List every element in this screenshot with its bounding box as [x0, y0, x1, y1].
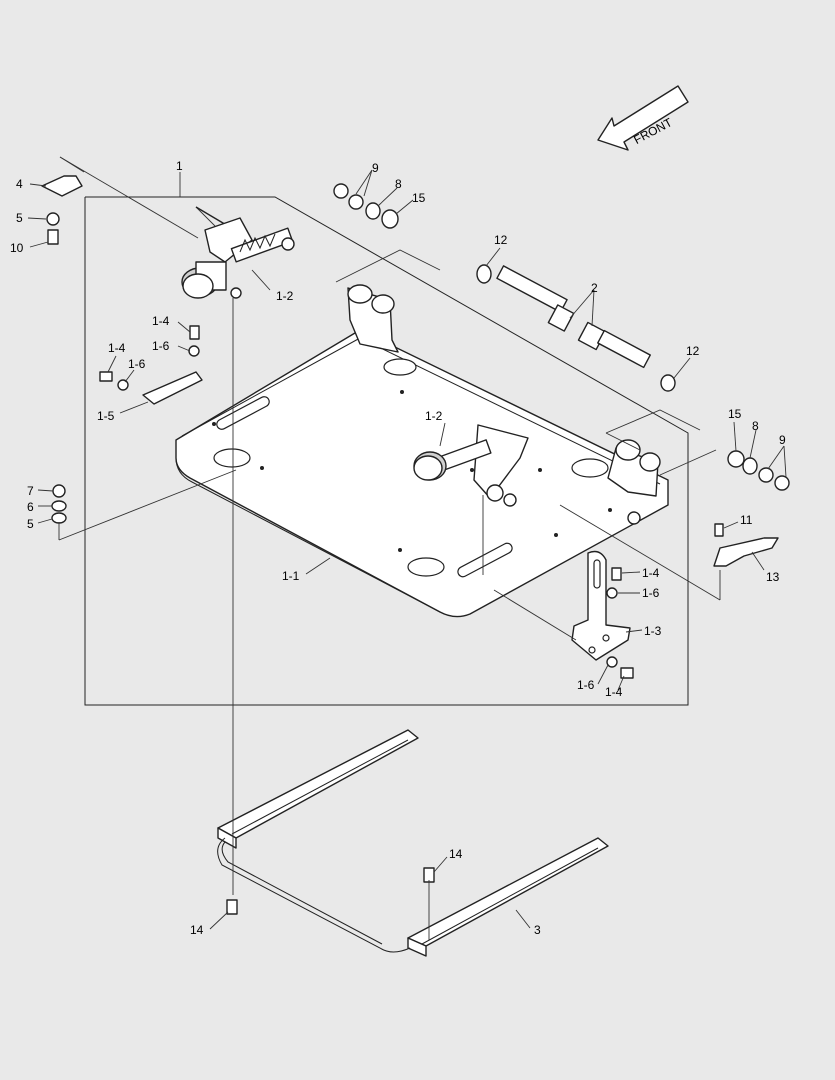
callout-5: 5 [16, 211, 23, 225]
lower-right-bracket [607, 439, 661, 525]
callout-labels: 1 4 5 10 1-2 9 8 15 12 2 12 1-4 1-6 1-4 … [10, 159, 786, 937]
callout-5: 5 [27, 517, 34, 531]
lever-assembly-left [181, 206, 295, 299]
callout-1-3: 1-3 [644, 624, 662, 638]
callout-10: 10 [10, 241, 24, 255]
callout-14: 14 [190, 923, 204, 937]
callout-2: 2 [591, 281, 598, 295]
callout-1-6: 1-6 [577, 678, 595, 692]
callout-8: 8 [752, 419, 759, 433]
clip-assembly-left [41, 175, 83, 245]
callout-1-6: 1-6 [642, 586, 660, 600]
callout-1-4: 1-4 [605, 685, 623, 699]
upper-bracket [347, 284, 399, 353]
callout-12: 12 [494, 233, 508, 247]
slide-rails [217, 298, 609, 957]
callout-4: 4 [16, 177, 23, 191]
callout-1-4: 1-4 [108, 341, 126, 355]
callout-9: 9 [779, 433, 786, 447]
callout-15: 15 [412, 191, 426, 205]
callout-12: 12 [686, 344, 700, 358]
lever-assembly-right [413, 424, 529, 575]
callout-14: 14 [449, 847, 463, 861]
callout-1-6: 1-6 [152, 339, 170, 353]
assembly-frame [84, 196, 689, 706]
callout-1-2: 1-2 [276, 289, 294, 303]
callout-13: 13 [766, 570, 780, 584]
callout-1-1: 1-1 [282, 569, 300, 583]
callout-8: 8 [395, 177, 402, 191]
callout-11: 11 [740, 513, 753, 527]
callout-1: 1 [176, 159, 183, 173]
clip-13 [713, 523, 779, 567]
callout-1-6: 1-6 [128, 357, 146, 371]
callout-1-4: 1-4 [152, 314, 170, 328]
hardware-left-lower [51, 484, 67, 524]
callout-1-4: 1-4 [642, 566, 660, 580]
bracket-1-5 [99, 325, 203, 405]
callout-leaders [27, 169, 787, 930]
callout-15: 15 [728, 407, 742, 421]
leader-lines [58, 156, 721, 641]
callout-9: 9 [372, 161, 379, 175]
shaft [496, 265, 651, 369]
callout-7: 7 [27, 484, 34, 498]
hardware-right [727, 450, 790, 491]
callout-6: 6 [27, 500, 34, 514]
callout-1-2: 1-2 [425, 409, 443, 423]
side-bracket-1-3 [571, 550, 634, 679]
callout-3: 3 [534, 923, 541, 937]
hardware-upper [333, 183, 676, 392]
callout-1-5: 1-5 [97, 409, 115, 423]
front-arrow-icon: FRONT [597, 85, 689, 151]
